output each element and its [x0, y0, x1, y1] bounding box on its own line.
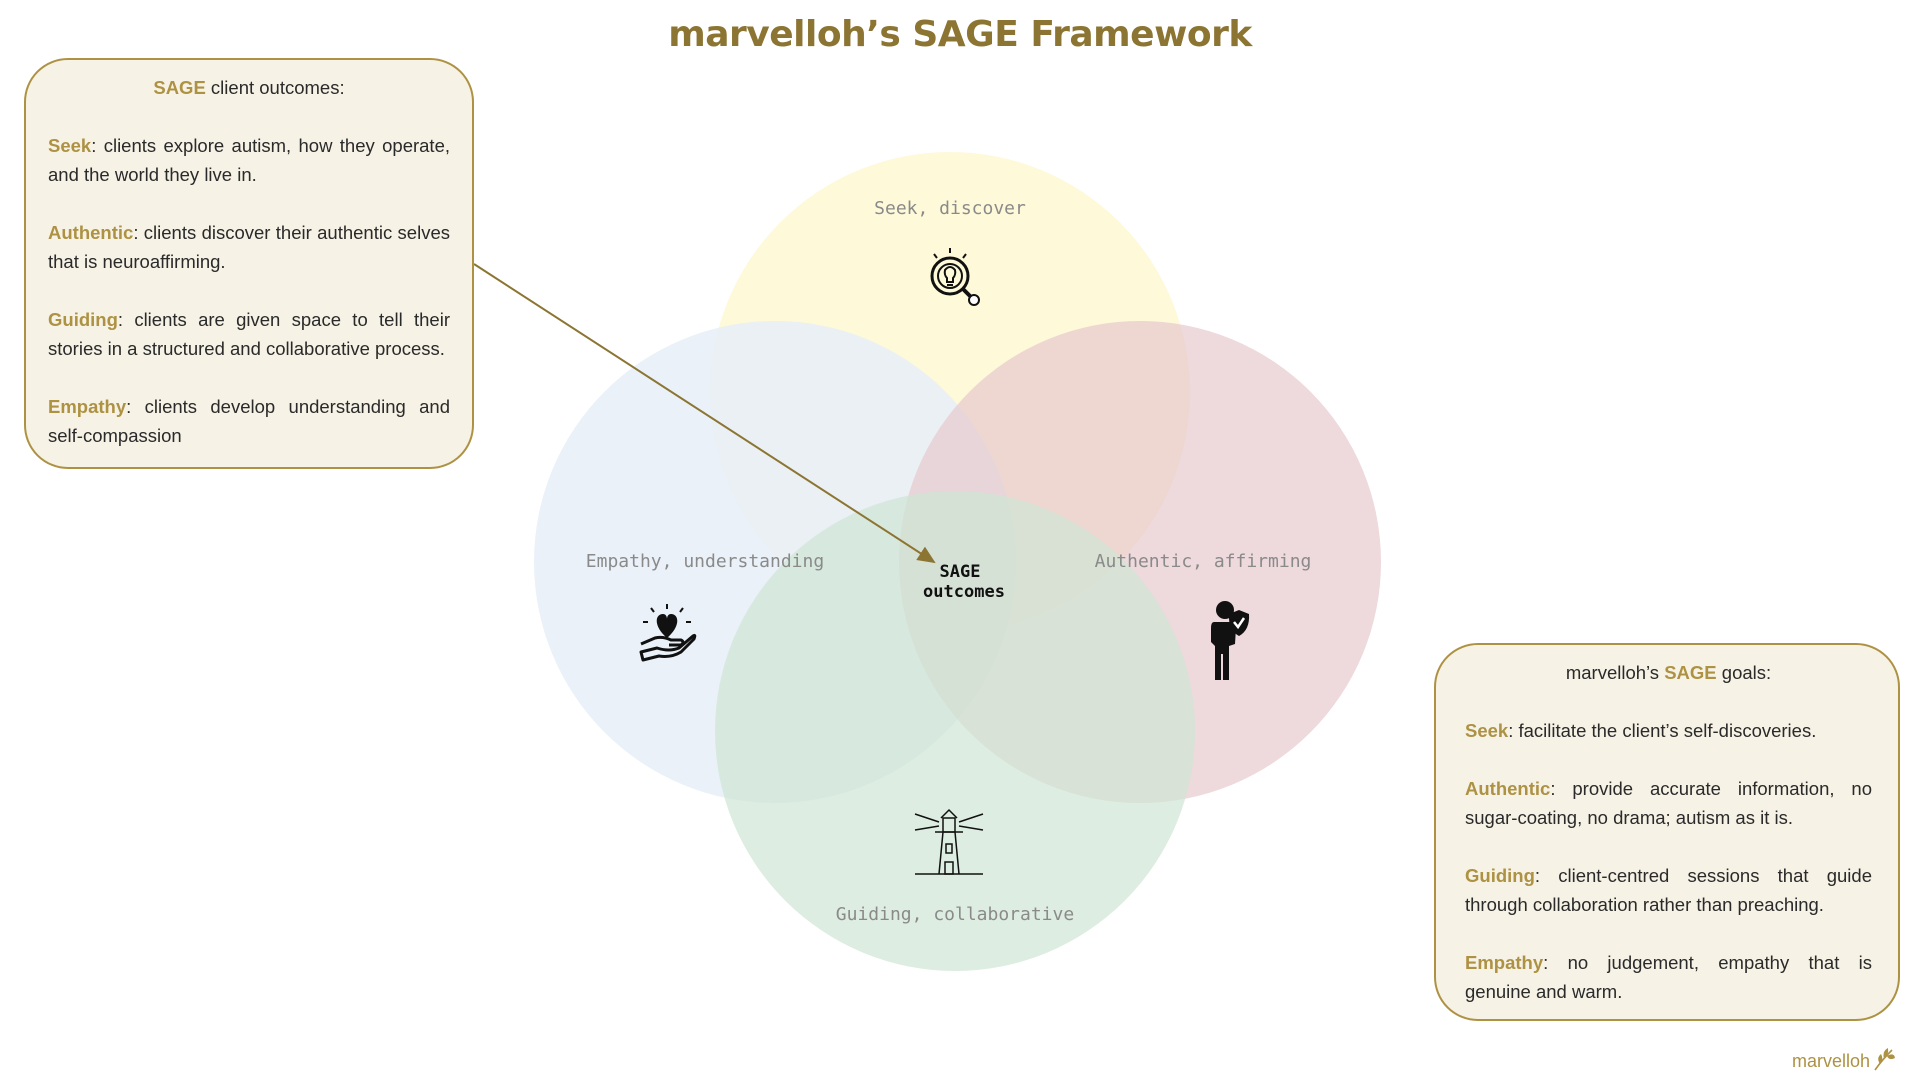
sage-goals-heading: marvelloh’s SAGE goals: — [1465, 658, 1872, 687]
heading-keyword: SAGE — [153, 77, 206, 98]
heart-hand-icon — [639, 604, 697, 662]
outcomes-connector-arrow — [473, 263, 936, 564]
authentic-label: Authentic, affirming — [1095, 551, 1312, 572]
outcome-item-guiding: Guiding: clients are given space to tell… — [48, 305, 450, 363]
outcome-item-seek: Seek: clients explore autism, how they o… — [48, 131, 450, 189]
outcome-text: : clients develop understanding and self… — [48, 396, 450, 446]
seek-label: Seek, discover — [874, 198, 1026, 219]
goal-item-empathy: Empathy: no judgement, empathy that is g… — [1465, 948, 1872, 1006]
outcome-keyword: Authentic — [48, 222, 134, 243]
goal-text: : no judgement, empathy that is genuine … — [1465, 952, 1872, 1002]
leaf-sprig-icon — [1874, 1048, 1895, 1071]
sage-goals-panel: marvelloh’s SAGE goals: Seek: facilitate… — [1434, 643, 1900, 1021]
guiding-label: Guiding, collaborative — [836, 904, 1074, 925]
heading-text: client outcomes: — [205, 77, 345, 98]
goal-item-guiding: Guiding: client-centred sessions that gu… — [1465, 861, 1872, 919]
outcome-text: : clients discover their authentic selve… — [48, 222, 450, 272]
heading-keyword: SAGE — [1664, 662, 1717, 683]
client-outcomes-heading: SAGE client outcomes: — [48, 73, 450, 102]
goal-keyword: Guiding — [1465, 865, 1535, 886]
goal-item-seek: Seek: facilitate the client’s self-disco… — [1465, 716, 1872, 745]
goal-keyword: Seek — [1465, 720, 1509, 741]
guiding-circle — [715, 491, 1195, 971]
heading-text: goals: — [1716, 662, 1772, 683]
empathy-label: Empathy, understanding — [586, 551, 824, 572]
brand-name: marvelloh — [1791, 1051, 1870, 1071]
goal-text: : facilitate the client’s self-discoveri… — [1508, 720, 1817, 741]
goal-keyword: Authentic — [1465, 778, 1551, 799]
goal-text: : provide accurate information, no sugar… — [1465, 778, 1872, 828]
goal-item-authentic: Authentic: provide accurate information,… — [1465, 774, 1872, 832]
lightbulb-magnifier-icon — [930, 248, 980, 306]
outcome-item-authentic: Authentic: clients discover their authen… — [48, 218, 450, 276]
person-shield-icon — [1211, 601, 1250, 680]
outcome-text: : clients are given space to tell their … — [48, 309, 450, 359]
client-outcomes-panel: SAGE client outcomes: Seek: clients expl… — [24, 58, 474, 469]
outcome-item-empathy: Empathy: clients develop understanding a… — [48, 392, 450, 450]
heading-prefix: marvelloh’s — [1565, 662, 1665, 683]
outcome-keyword: Seek — [48, 135, 92, 156]
goal-text: : client-centred sessions that guide thr… — [1465, 865, 1872, 915]
center-label-line2: outcomes — [923, 582, 1005, 602]
outcome-keyword: Guiding — [48, 309, 118, 330]
goal-keyword: Empathy — [1465, 952, 1544, 973]
center-label-line1: SAGE — [940, 562, 981, 582]
outcome-text: : clients explore autism, how they opera… — [48, 135, 450, 185]
brand-logo: marvelloh — [1792, 1046, 1896, 1072]
outcome-keyword: Empathy — [48, 396, 127, 417]
lighthouse-icon — [914, 808, 984, 875]
page-title: marvelloh’s SAGE Framework — [668, 14, 1252, 55]
